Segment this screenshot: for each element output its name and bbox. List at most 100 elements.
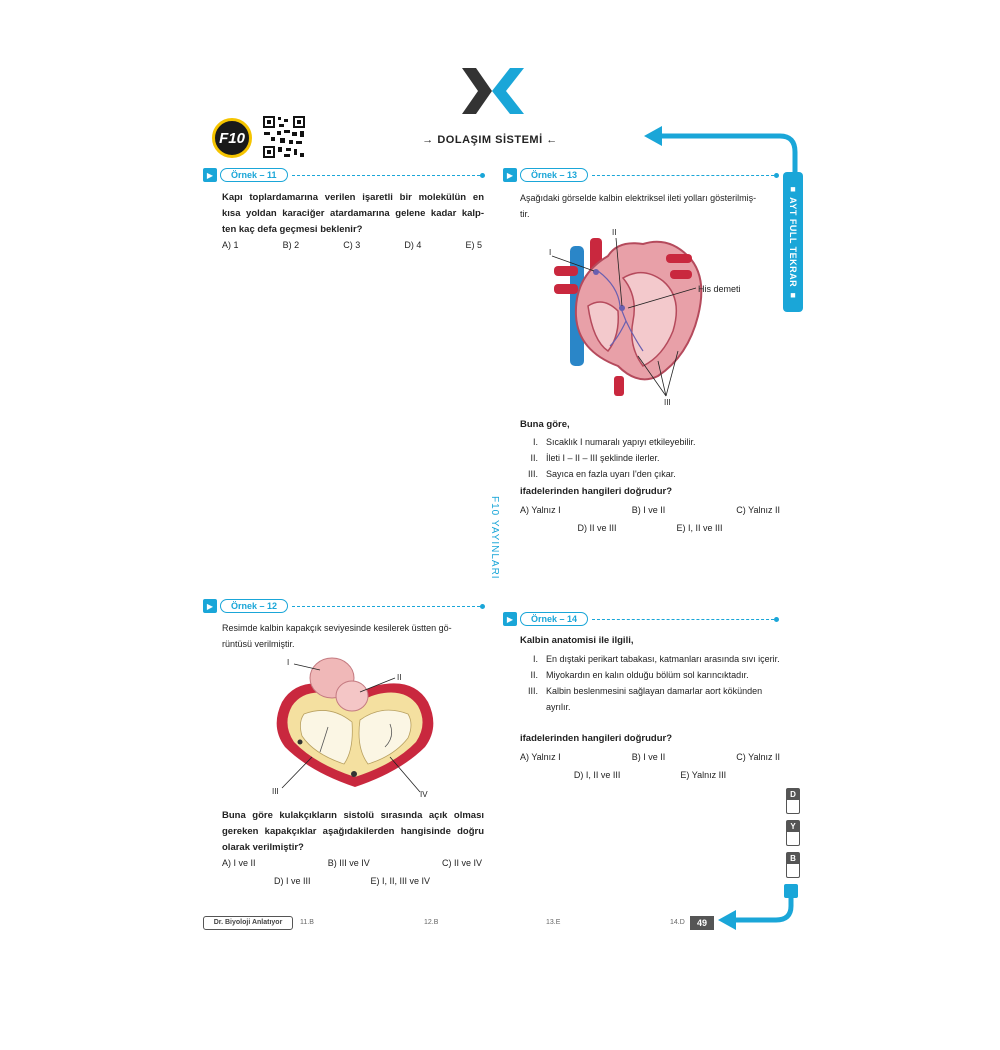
q11-line: Kapı toplardamarına verilen işaretli bir… bbox=[222, 192, 484, 203]
question-12-prompt: Buna göre kulakçıkların sistolü sırasınd… bbox=[222, 808, 484, 856]
play-icon: ▶ bbox=[203, 599, 217, 613]
dashed-divider bbox=[592, 618, 774, 620]
q12-prompt-line: Buna göre kulakçıkların sistolü sırasınd… bbox=[222, 810, 484, 821]
section-title: → DOLAŞIM SİSTEMİ ← bbox=[422, 134, 558, 146]
footer-tag: Dr. Biyoloji Anlatıyor bbox=[203, 916, 293, 930]
q14-statements: I. En dıştaki perikart tabakası, katmanla… bbox=[520, 651, 782, 715]
figure-label-ii: II bbox=[397, 673, 402, 682]
option-b[interactable]: B) 2 bbox=[282, 240, 300, 250]
q12-prompt-line: olarak verilmiştir? bbox=[222, 842, 304, 853]
statement-text: Sıcaklık I numaralı yapıyı etkileyebilir… bbox=[546, 437, 696, 447]
option-d[interactable]: D) 4 bbox=[404, 240, 422, 250]
q12-prompt-line: gereken kapakçıklar aşağıdakilerden hang… bbox=[222, 826, 484, 837]
option-a[interactable]: A) Yalnız I bbox=[520, 505, 561, 515]
difficulty-y-box[interactable]: Y bbox=[786, 820, 800, 846]
question-13-text: Aşağıdaki görselde kalbin elektriksel il… bbox=[520, 190, 782, 222]
q13-ask: ifadelerinden hangileri doğrudur? bbox=[520, 486, 673, 497]
example-13-label: Örnek – 13 bbox=[520, 168, 589, 182]
q14-intro: Kalbin anatomisi ile ilgili, bbox=[520, 635, 634, 646]
option-a[interactable]: A) I ve II bbox=[222, 858, 256, 868]
top-arrow-decoration bbox=[644, 126, 798, 182]
answer-key-14: 14.D bbox=[670, 919, 685, 926]
statement-text: Sayıca en fazla uyarı I'den çıkar. bbox=[546, 469, 676, 479]
answer-key-12: 12.B bbox=[424, 919, 439, 926]
q13-line: tir. bbox=[520, 209, 530, 219]
heart-valve-figure bbox=[276, 657, 434, 793]
option-e[interactable]: E) 5 bbox=[465, 240, 482, 250]
difficulty-label: D bbox=[787, 789, 799, 800]
page-number: 49 bbox=[690, 916, 714, 930]
answer-key-11: 11.B bbox=[300, 919, 314, 926]
divider-end-dot bbox=[774, 616, 779, 622]
question-11-text: Kapı toplardamarına verilen işaretli bir… bbox=[222, 190, 484, 238]
option-c[interactable]: C) II ve IV bbox=[441, 858, 482, 868]
question-14-options-row2: D) I, II ve III E) Yalnız III bbox=[520, 770, 780, 780]
option-b[interactable]: B) III ve IV bbox=[327, 858, 370, 868]
divider-end-dot bbox=[480, 603, 485, 609]
difficulty-b-box[interactable]: B bbox=[786, 852, 800, 878]
figure-label-i: I bbox=[549, 248, 552, 257]
option-e[interactable]: E) Yalnız III bbox=[680, 770, 727, 780]
statement-text: En dıştaki perikart tabakası, katmanları… bbox=[546, 654, 780, 664]
question-12-options-row1: A) I ve II B) III ve IV C) II ve IV bbox=[222, 858, 482, 868]
figure-label-ii: II bbox=[612, 228, 617, 237]
publisher-vertical-text: F10 YAYINLARI bbox=[489, 496, 500, 580]
question-13-options-row2: D) II ve III E) I, II ve III bbox=[520, 523, 780, 533]
option-e[interactable]: E) I, II, III ve IV bbox=[370, 876, 431, 886]
statement: II. İleti I – II – III şeklinde ilerler. bbox=[520, 450, 782, 466]
dashed-divider bbox=[592, 174, 774, 176]
statement: III. Kalbin beslenmesini sağlayan damarla… bbox=[520, 683, 782, 715]
dashed-divider bbox=[292, 605, 480, 607]
statement-number: III. bbox=[527, 686, 538, 696]
figure-label-iv: IV bbox=[420, 790, 428, 799]
answer-key-13: 13.E bbox=[546, 919, 561, 926]
statement: I. Sıcaklık I numaralı yapıyı etkileyebil… bbox=[520, 434, 782, 450]
example-11-tag: ▶ Örnek – 11 bbox=[203, 168, 485, 182]
example-12-label: Örnek – 12 bbox=[220, 599, 289, 613]
option-a[interactable]: A) 1 bbox=[222, 240, 239, 250]
example-14-tag: ▶ Örnek – 14 bbox=[503, 612, 779, 626]
bottom-arrow-decoration bbox=[718, 884, 798, 930]
example-14-label: Örnek – 14 bbox=[520, 612, 589, 626]
statement-text: Kalbin beslenmesini sağlayan damarlar ao… bbox=[546, 686, 763, 712]
q13-statements: I. Sıcaklık I numaralı yapıyı etkileyebil… bbox=[520, 434, 782, 482]
figure-label-i: I bbox=[287, 658, 290, 667]
statement-number: II. bbox=[530, 670, 538, 680]
option-c[interactable]: C) Yalnız II bbox=[736, 505, 780, 515]
q13-intro: Buna göre, bbox=[520, 419, 570, 430]
dashed-divider bbox=[291, 174, 480, 176]
option-a[interactable]: A) Yalnız I bbox=[520, 752, 561, 762]
option-b[interactable]: B) I ve II bbox=[631, 505, 666, 515]
option-d[interactable]: D) II ve III bbox=[577, 523, 617, 533]
option-c[interactable]: C) Yalnız II bbox=[736, 752, 780, 762]
difficulty-label: Y bbox=[787, 821, 799, 832]
option-d[interactable]: D) I, II ve III bbox=[573, 770, 621, 780]
statement: II.Miyokardın en kalın olduğu bölüm sol … bbox=[520, 667, 782, 683]
q11-line: kısa yoldan karaciğer atardamarına gelen… bbox=[222, 208, 484, 219]
question-12-text: Resimde kalbin kapakçık seviyesinde kesi… bbox=[222, 620, 484, 652]
option-d[interactable]: D) I ve III bbox=[273, 876, 311, 886]
option-c[interactable]: C) 3 bbox=[343, 240, 361, 250]
statement-text: İleti I – II – III şeklinde ilerler. bbox=[546, 453, 660, 463]
statement: I. En dıştaki perikart tabakası, katmanla… bbox=[520, 651, 782, 667]
ayt-full-tekrar-label: ■ AYT FULL TEKRAR ■ bbox=[783, 172, 803, 312]
statement: III. Sayıca en fazla uyarı I'den çıkar. bbox=[520, 466, 782, 482]
figure-label-iii: III bbox=[664, 398, 671, 407]
figure-label-his-demeti: His demeti bbox=[698, 284, 741, 294]
statement-number: I. bbox=[532, 437, 538, 447]
figure-label-iii: III bbox=[272, 787, 279, 796]
statement-number: II. bbox=[530, 453, 538, 463]
statement-number: III. bbox=[527, 469, 538, 479]
option-b[interactable]: B) I ve II bbox=[631, 752, 666, 762]
option-e[interactable]: E) I, II ve III bbox=[676, 523, 723, 533]
q11-line: ten kaç defa geçmesi beklenir? bbox=[222, 224, 363, 235]
qr-code-icon[interactable] bbox=[262, 115, 306, 159]
q13-line: Aşağıdaki görselde kalbin elektriksel il… bbox=[520, 193, 757, 203]
difficulty-d-box[interactable]: D bbox=[786, 788, 800, 814]
question-14-options-row1: A) Yalnız I B) I ve II C) Yalnız II bbox=[520, 752, 780, 762]
question-13-options-row1: A) Yalnız I B) I ve II C) Yalnız II bbox=[520, 505, 780, 515]
example-12-tag: ▶ Örnek – 12 bbox=[203, 599, 485, 613]
statement-number: I. bbox=[532, 654, 538, 664]
difficulty-label: B bbox=[787, 853, 799, 864]
play-icon: ▶ bbox=[503, 168, 517, 182]
